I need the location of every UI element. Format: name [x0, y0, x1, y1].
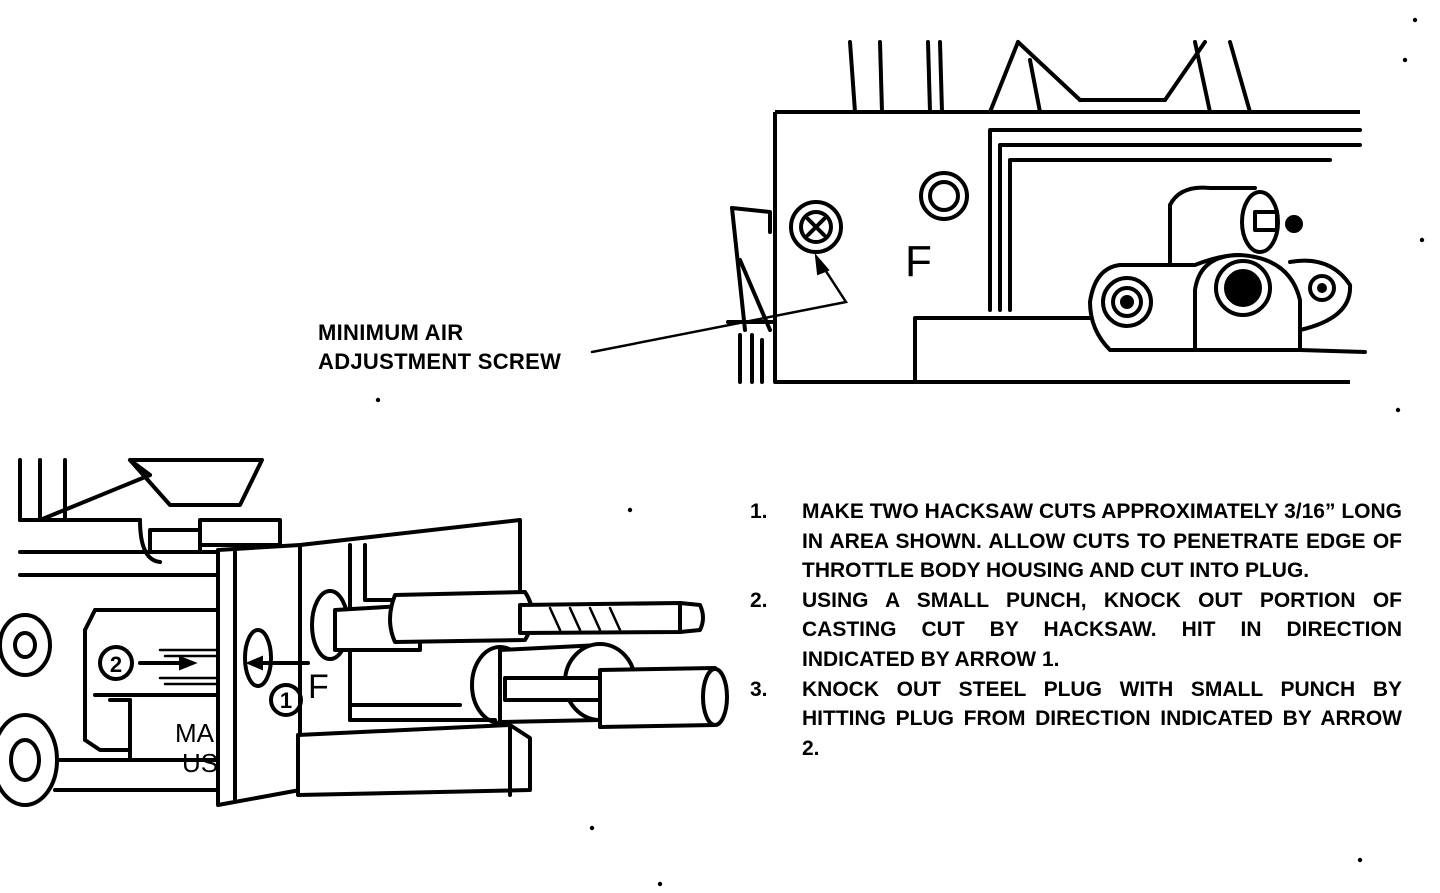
top-lower-step — [913, 316, 1092, 384]
stamp-line2: US — [182, 748, 218, 778]
minimum-air-screw-callout: MINIMUM AIR ADJUSTMENT SCREW — [318, 318, 561, 376]
callout-line-1: MINIMUM AIR — [318, 320, 464, 345]
bottom-base-housing — [18, 458, 264, 792]
top-throttle-shaft — [1168, 185, 1303, 264]
top-linkage-lever — [1088, 253, 1367, 354]
top-inner-frame — [988, 128, 1362, 312]
step-number: 1. — [750, 500, 768, 523]
callout-leader-arrow — [590, 252, 849, 354]
instruction-steps: 1. MAKE TWO HACKSAW CUTS APPROXIMATELY 3… — [750, 497, 1402, 763]
step-item: 1. MAKE TWO HACKSAW CUTS APPROXIMATELY 3… — [750, 497, 1402, 586]
top-upper-linkage — [848, 40, 1252, 114]
step-text: USING A SMALL PUNCH, KNOCK OUT PORTION O… — [802, 588, 1402, 671]
arrow1-number: 1 — [280, 688, 292, 713]
step-number: 3. — [750, 677, 768, 701]
callout-line-2: ADJUSTMENT SCREW — [318, 349, 562, 374]
bottom-front-plate: 1 F — [148, 518, 329, 807]
bottom-left-bosses — [0, 613, 59, 807]
top-port-circles — [919, 171, 969, 221]
bottom-plug-removal-figure: 2 MA US 1 F — [0, 458, 729, 807]
top-body-letter: F — [905, 237, 932, 286]
bottom-foreground-block — [296, 703, 532, 797]
step-item: 3. KNOCK OUT STEEL PLUG WITH SMALL PUNCH… — [750, 675, 1402, 764]
top-left-flange — [726, 206, 777, 384]
step-item: 2. USING A SMALL PUNCH, KNOCK OUT PORTIO… — [750, 586, 1402, 675]
step-text: KNOCK OUT STEEL PLUG WITH SMALL PUNCH BY… — [802, 677, 1402, 760]
step-text: MAKE TWO HACKSAW CUTS APPROXIMATELY 3/16… — [802, 500, 1402, 583]
punch-tool — [470, 642, 729, 729]
top-housing-outline — [773, 110, 1360, 384]
bottom-side-panel: 2 MA US — [83, 608, 237, 778]
scan-speckles — [375, 17, 1425, 887]
minimum-air-screw-icon — [789, 200, 843, 254]
stamp-line1: MA — [175, 718, 215, 748]
bottom-body-letter: F — [308, 668, 329, 706]
arrow2-number: 2 — [110, 652, 122, 677]
step-number: 2. — [750, 588, 768, 612]
steel-plug-assembly — [310, 589, 705, 661]
top-throttle-body-figure: F — [590, 40, 1367, 384]
